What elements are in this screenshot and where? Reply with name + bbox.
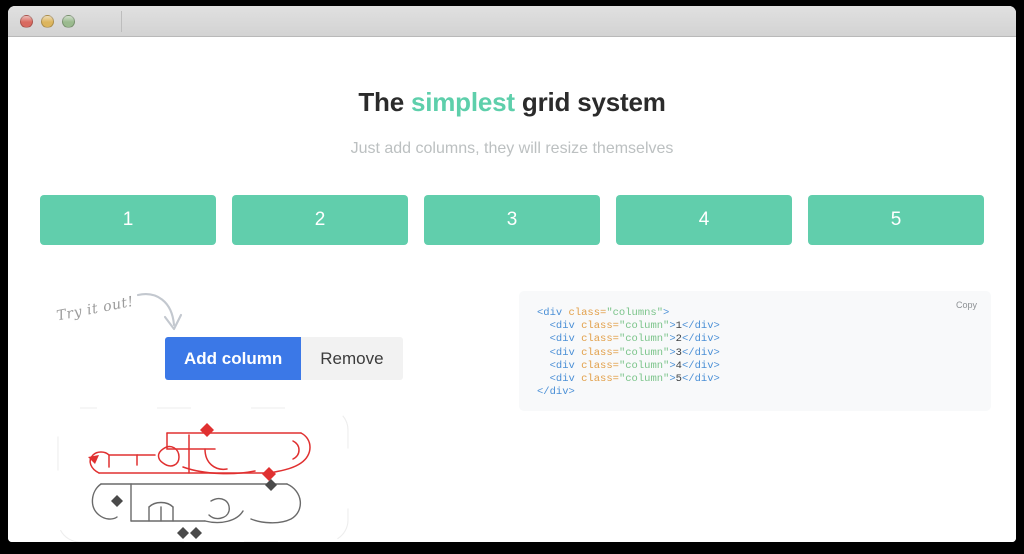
code-token-tag: >	[669, 320, 676, 333]
close-button-icon[interactable]	[20, 15, 33, 28]
browser-window: The simplest grid system Just add column…	[8, 6, 1016, 542]
code-token-tag: >	[669, 346, 676, 359]
headline-part-1: The	[358, 87, 411, 117]
code-token-str: "column"	[618, 373, 670, 386]
code-line: </div>	[537, 386, 973, 399]
minimize-button-icon[interactable]	[41, 15, 54, 28]
curved-arrow-icon	[136, 293, 183, 331]
code-token-tag: </div>	[681, 373, 720, 386]
column-controls: Add column Remove	[165, 337, 403, 380]
code-token-str: "column"	[618, 333, 670, 346]
code-token-tag: >	[669, 333, 676, 346]
code-token-tag: <div	[549, 333, 582, 346]
grid-column-1: 1	[40, 195, 216, 245]
zoom-button-icon[interactable]	[62, 15, 75, 28]
code-line: <div class="column">5</div>	[537, 373, 973, 386]
code-token-attr: class=	[581, 346, 619, 359]
grid-column-2: 2	[232, 195, 408, 245]
logo-diamonds-gray	[111, 479, 277, 539]
copy-button[interactable]: Copy	[955, 300, 977, 310]
logo-word-nevisan	[91, 483, 301, 524]
code-token-str: "columns"	[606, 307, 664, 319]
code-line: <div class="column">1</div>	[537, 320, 973, 333]
code-token-txt: 3	[675, 346, 682, 359]
barnameh-nevisan-logo	[55, 405, 351, 542]
code-token-txt: 4	[675, 359, 682, 372]
grid-column-label: 2	[314, 209, 326, 230]
code-token-str: "column"	[618, 359, 670, 372]
code-line: <div class="column">2</div>	[537, 333, 973, 346]
code-token-tag: <div	[549, 373, 582, 386]
logo-word-barnameh	[88, 432, 311, 475]
code-token-tag: <div	[549, 320, 582, 333]
window-titlebar	[8, 6, 1016, 37]
headline-part-2: grid system	[514, 87, 666, 117]
code-panel: Copy <div class="columns"> <div class="c…	[519, 291, 991, 411]
code-line: <div class="column">3</div>	[537, 347, 973, 360]
code-token-attr: class=	[581, 333, 619, 346]
code-token-txt: 2	[675, 333, 682, 346]
code-token-tag: <div	[549, 359, 582, 372]
code-token-tag: >	[663, 307, 670, 319]
code-token-tag: >	[669, 359, 676, 372]
code-token-tag: </div>	[681, 320, 720, 333]
grid-column-label: 1	[122, 209, 134, 230]
code-line: <div class="columns">	[537, 307, 973, 320]
grid-column-label: 4	[698, 209, 710, 230]
code-snippet: <div class="columns"> <div class="column…	[537, 307, 973, 399]
code-token-tag: <div	[537, 307, 569, 319]
code-token-tag: </div>	[537, 386, 575, 399]
code-token-attr: class=	[568, 307, 607, 319]
headline-accent: simplest	[410, 87, 515, 117]
grid-column-4: 4	[616, 195, 792, 245]
code-token-tag: >	[669, 373, 676, 386]
code-token-attr: class=	[581, 373, 619, 386]
titlebar-divider	[121, 11, 122, 32]
columns-grid: 1 2 3 4 5	[40, 195, 984, 245]
logo-artwork-icon	[57, 407, 349, 542]
code-token-txt: 1	[675, 320, 682, 333]
page-subtitle: Just add columns, they will resize thems…	[350, 140, 674, 157]
grid-column-label: 3	[506, 209, 518, 230]
code-token-attr: class=	[581, 359, 619, 372]
code-token-txt: 5	[675, 373, 682, 386]
code-token-tag: </div>	[681, 359, 720, 372]
grid-column-label: 5	[890, 209, 902, 230]
remove-column-button[interactable]: Remove	[301, 337, 403, 380]
code-token-tag: </div>	[681, 333, 720, 346]
code-token-tag: </div>	[681, 346, 720, 359]
add-column-button[interactable]: Add column	[165, 337, 302, 380]
code-token-attr: class=	[581, 320, 619, 333]
traffic-lights	[20, 15, 75, 28]
code-token-str: "column"	[618, 346, 670, 359]
logo-diamonds-red	[200, 423, 276, 481]
code-line: <div class="column">4</div>	[537, 360, 973, 373]
page-content: The simplest grid system Just add column…	[8, 37, 1016, 542]
page-title: The simplest grid system	[8, 87, 1016, 118]
code-token-str: "column"	[618, 320, 670, 333]
grid-column-3: 3	[424, 195, 600, 245]
code-token-tag: <div	[549, 346, 582, 359]
grid-column-5: 5	[808, 195, 984, 245]
